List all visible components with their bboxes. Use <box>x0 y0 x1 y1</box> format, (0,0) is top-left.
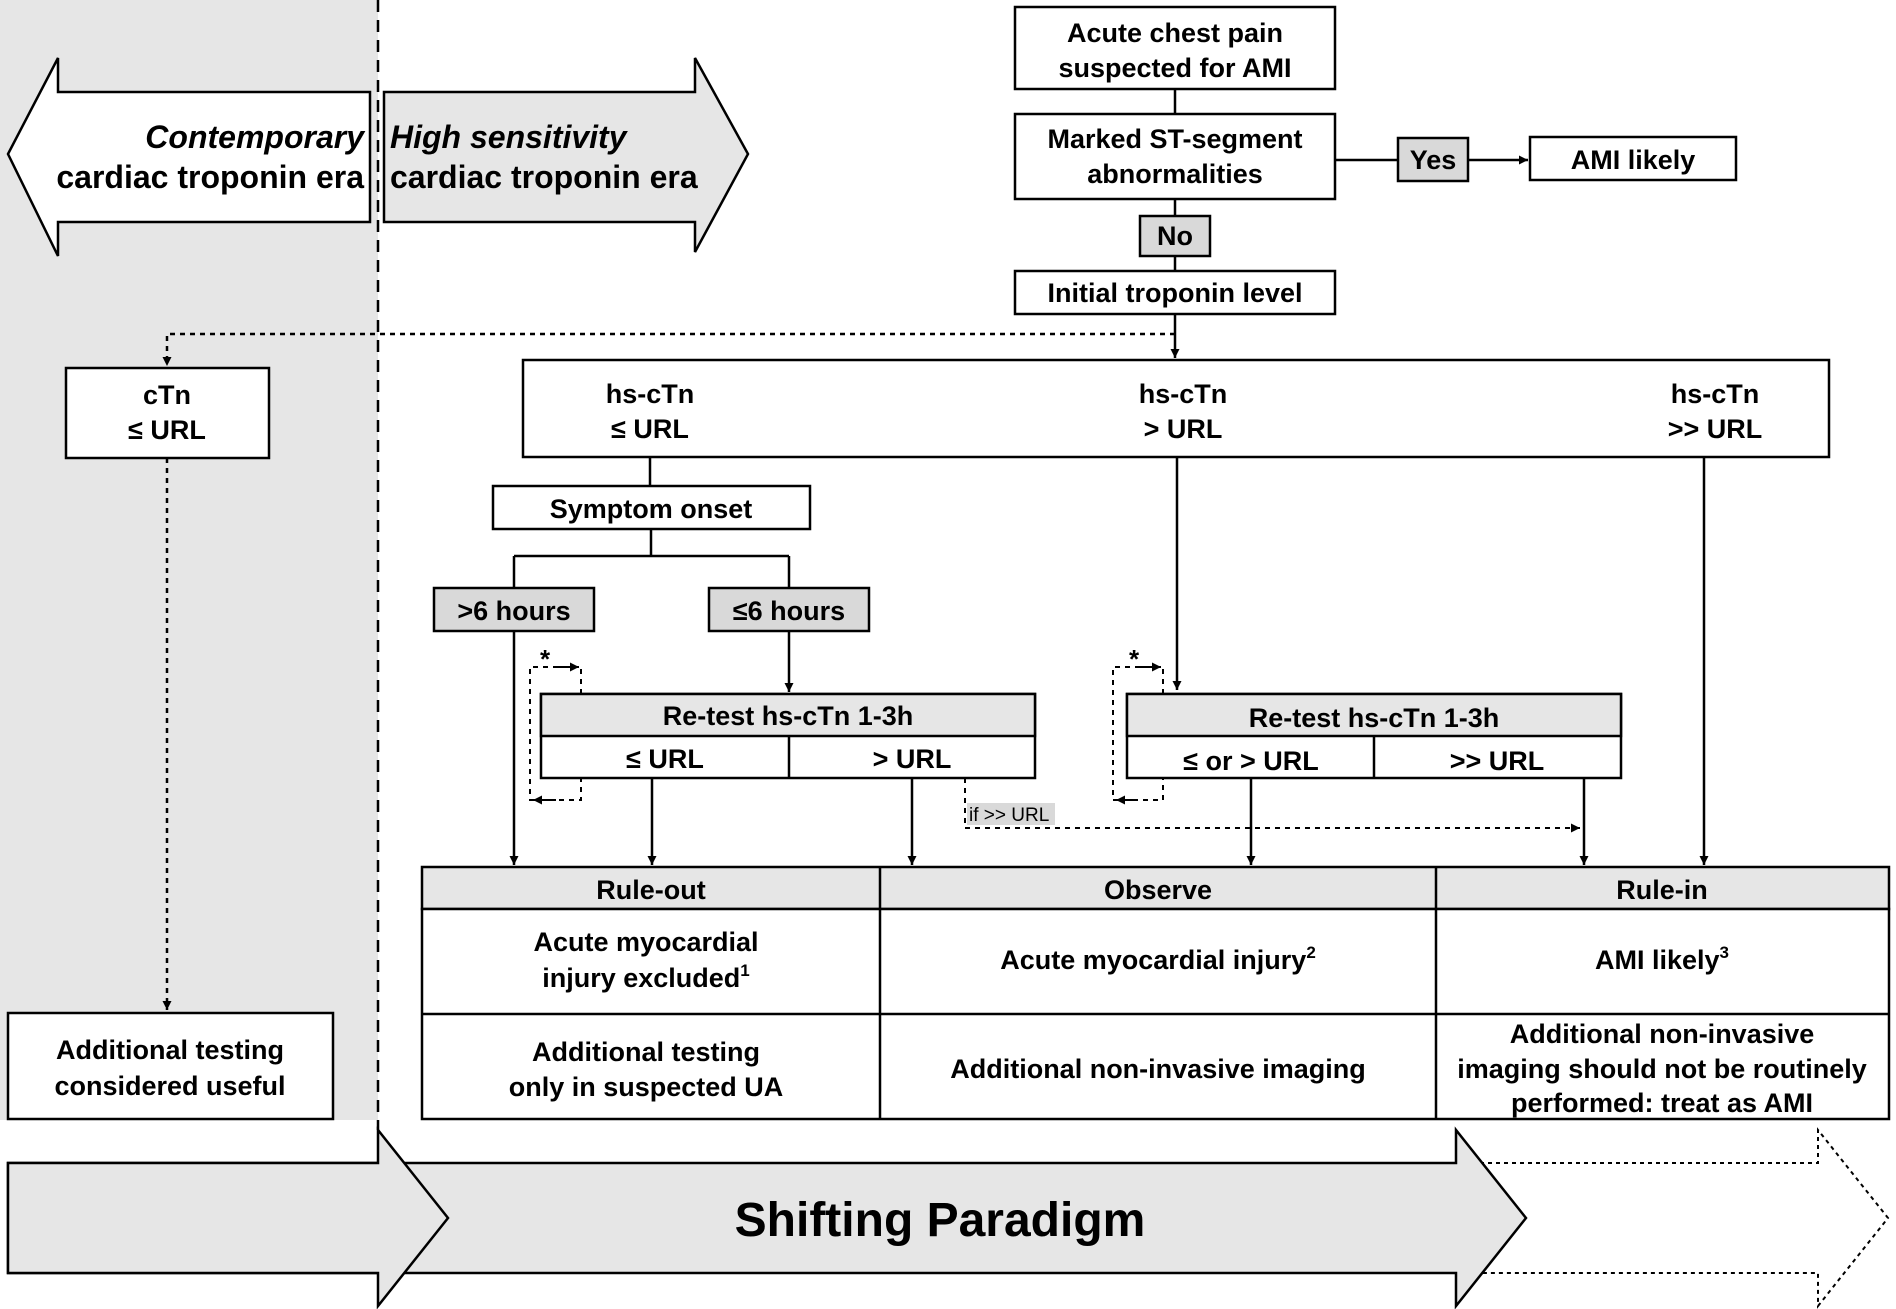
ami-likely-top: AMI likely <box>1571 145 1696 175</box>
asterisk-left: * <box>540 644 551 674</box>
chest-pain-box <box>1013 5 1337 91</box>
rulein-row2-line2: imaging should not be routinely <box>1457 1054 1867 1084</box>
ctn-line1: cTn <box>143 380 191 410</box>
hs-ctn-le-line1: hs-cTn <box>606 379 695 409</box>
initial-troponin: Initial troponin level <box>1047 278 1302 308</box>
ctn-box <box>64 366 271 460</box>
hs-ctn-gt-line2: > URL <box>1144 414 1223 444</box>
if-gg-url-box <box>967 803 1055 825</box>
header-observe: Observe <box>1104 875 1212 905</box>
additional-testing-ctn-box <box>6 1011 335 1121</box>
retest-right-le-or-gt: ≤ or > URL <box>1183 746 1319 776</box>
header-rule-out: Rule-out <box>596 875 705 905</box>
symptom-onset: Symptom onset <box>550 494 753 524</box>
st-segment-line2: abnormalities <box>1087 159 1263 189</box>
ctn-line2: ≤ URL <box>128 415 206 445</box>
contemporary-era-line1: Contemporary <box>145 119 366 155</box>
st-segment-box <box>1013 112 1337 201</box>
ruleout-row2-line2: only in suspected UA <box>509 1072 784 1102</box>
observe-row1: Acute myocardial injury2 <box>1000 943 1316 975</box>
rulein-row2-line3: performed: treat as AMI <box>1511 1088 1813 1118</box>
retest-left-title: Re-test hs-cTn 1-3h <box>663 701 914 731</box>
retest-loop-right <box>1112 666 1164 801</box>
rulein-row2-line1: Additional non-invasive <box>1510 1019 1815 1049</box>
high-sensitivity-era-line2: cardiac troponin era <box>390 159 698 195</box>
retest-left-gt: > URL <box>873 744 952 774</box>
retest-right-gg: >> URL <box>1450 746 1545 776</box>
no-label: No <box>1157 221 1193 251</box>
yes-label: Yes <box>1410 145 1457 175</box>
rulein-row1: AMI likely3 <box>1595 943 1729 975</box>
contemporary-era-arrow <box>6 57 372 257</box>
ruleout-row1-line1: Acute myocardial <box>533 927 758 957</box>
ruleout-row1-line2: injury excluded1 <box>542 961 750 993</box>
hs-ctn-box <box>521 358 1831 459</box>
observe-row2: Additional non-invasive imaging <box>950 1054 1366 1084</box>
ami-likely-top-box <box>1528 135 1738 182</box>
hs-ctn-gg-line1: hs-cTn <box>1671 379 1760 409</box>
chest-pain-line2: suspected for AMI <box>1058 53 1291 83</box>
retest-right-title: Re-test hs-cTn 1-3h <box>1249 703 1500 733</box>
high-sensitivity-era-arrow <box>382 57 750 253</box>
gt6h-label: >6 hours <box>457 596 570 626</box>
if-gg-url-label: if >> URL <box>969 805 1049 826</box>
symptom-onset-box <box>491 484 812 531</box>
hs-ctn-gt-line1: hs-cTn <box>1139 379 1228 409</box>
ruleout-row2-line1: Additional testing <box>532 1037 760 1067</box>
asterisk-right: * <box>1129 644 1140 674</box>
initial-troponin-box <box>1013 269 1337 316</box>
st-segment-line1: Marked ST-segment <box>1047 124 1302 154</box>
retest-left-le: ≤ URL <box>626 744 704 774</box>
outcome-table: Rule-out Observe Rule-in Acute myocardia… <box>420 865 1891 1121</box>
left-panel-arrow <box>6 1126 450 1309</box>
additional-testing-ctn-line2: considered useful <box>54 1071 285 1101</box>
high-sensitivity-era-line1: High sensitivity <box>390 119 629 155</box>
chest-pain-line1: Acute chest pain <box>1067 18 1283 48</box>
hs-ctn-le-line2: ≤ URL <box>611 414 689 444</box>
le6h-box <box>707 586 871 633</box>
gt6h-box <box>432 586 596 633</box>
le6h-label: ≤6 hours <box>733 596 845 626</box>
retest-loop-left <box>529 666 582 801</box>
shifting-paradigm-label: Shifting Paradigm <box>735 1194 1146 1247</box>
paradigm-dotted-arrow <box>1479 1127 1890 1309</box>
header-rule-in: Rule-in <box>1616 875 1708 905</box>
yes-label-box <box>1396 136 1470 183</box>
additional-testing-ctn-line1: Additional testing <box>56 1035 284 1065</box>
hs-ctn-gg-line2: >> URL <box>1668 414 1763 444</box>
no-label-box <box>1138 214 1212 258</box>
contemporary-era-line2: cardiac troponin era <box>56 159 364 195</box>
